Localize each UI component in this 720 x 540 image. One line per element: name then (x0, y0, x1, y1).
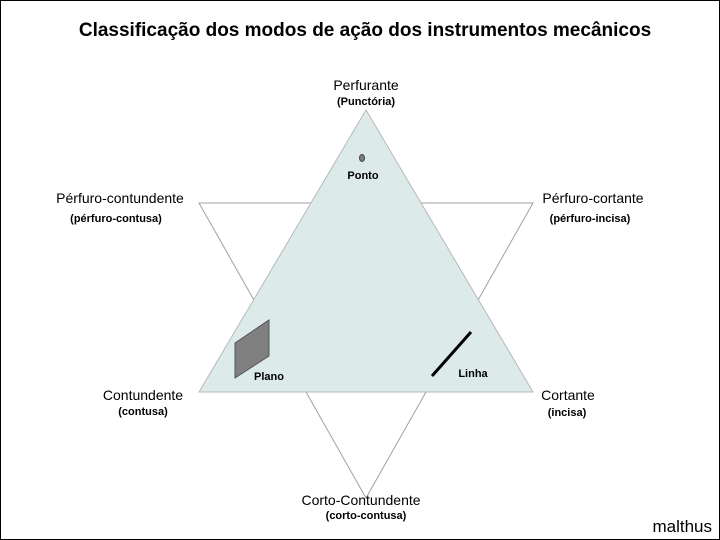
vertex-corto-contundente-sub: (corto-contusa) (325, 510, 407, 522)
vertex-cortante-sub: (incisa) (547, 407, 587, 419)
ponto-marker (359, 154, 365, 162)
vertex-contundente-sub: (contusa) (118, 406, 168, 418)
vertex-perfurante-sub: (Punctória) (336, 96, 396, 108)
plano-label: Plano (254, 371, 284, 383)
vertex-perfurante-label: Perfurante (333, 77, 399, 93)
vertex-perfuro-cortante-label: Pérfuro-cortante (542, 190, 644, 206)
vertex-cortante-label: Cortante (541, 387, 595, 403)
vertex-corto-contundente-label: Corto-Contundente (301, 492, 421, 508)
vertex-perfuro-contundente-label: Pérfuro-contundente (56, 190, 184, 206)
vertex-perfuro-cortante-sub: (pérfuro-incisa) (549, 213, 631, 225)
page-title: Classificação dos modos de ação dos inst… (78, 20, 652, 41)
linha-segment (430, 331, 473, 377)
ponto-label: Ponto (347, 170, 379, 182)
credit-text: malthus (652, 517, 712, 536)
vertex-perfuro-contundente-sub: (pérfuro-contusa) (70, 213, 162, 225)
plano-shape (234, 319, 270, 379)
vertex-contundente-label: Contundente (102, 387, 184, 403)
linha-label: Linha (458, 368, 488, 380)
upright-triangle (198, 109, 534, 393)
